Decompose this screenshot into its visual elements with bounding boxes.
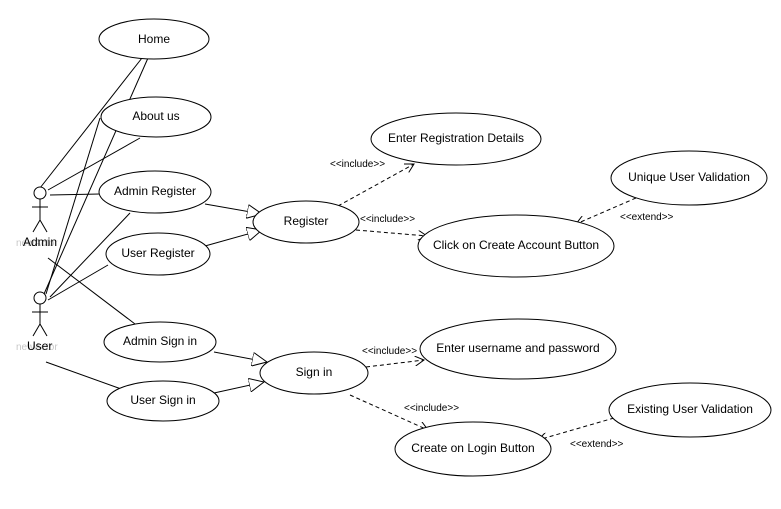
label-user-register: User Register (121, 246, 194, 260)
usecase-create-login-button (394, 421, 552, 477)
usecase-about-us (100, 96, 212, 138)
usecase-admin-register (98, 170, 212, 214)
actor-user (32, 291, 48, 337)
stereotype-extend-unique: <<extend>> (620, 212, 674, 223)
usecase-click-create-account (417, 214, 615, 278)
gen-userregister-register (204, 230, 262, 247)
stereotype-include-details: <<include>> (330, 159, 385, 170)
label-admin-register: Admin Register (114, 184, 196, 198)
assoc-admin-about (47, 137, 141, 191)
assoc-user-usersignin (45, 361, 125, 391)
label-admin-sign-in: Admin Sign in (123, 334, 197, 348)
usecase-register (252, 200, 360, 244)
extend-existing-loginbutton (538, 417, 615, 440)
usecase-enter-registration-details (370, 112, 542, 166)
actor-admin-ghost-label: newActor (16, 238, 58, 249)
label-create-login-button: Create on Login Button (411, 441, 534, 455)
assoc-admin-home (39, 57, 143, 189)
usecase-enter-username-password (419, 318, 617, 380)
label-user-sign-in: User Sign in (130, 393, 195, 407)
assoc-admin-adminsignin (47, 257, 136, 325)
label-enter-username-password: Enter username and password (436, 341, 599, 355)
actor-user-head (33, 291, 47, 305)
gen-usersignin-signin (213, 382, 264, 394)
label-existing-user-validation: Existing User Validation (627, 402, 753, 416)
label-home: Home (138, 32, 170, 46)
usecase-user-sign-in (106, 380, 220, 422)
actor-admin-head (33, 186, 47, 200)
gen-adminsignin-signin (213, 351, 267, 362)
usecase-sign-in (259, 351, 369, 395)
assoc-user-about (45, 117, 101, 295)
actor-admin (32, 186, 48, 233)
assoc-admin-adminregister (49, 193, 101, 196)
assoc-user-home (43, 57, 149, 295)
stereotype-extend-existing: <<extend>> (570, 439, 624, 450)
dependency-lines (337, 164, 637, 440)
stereotype-include-createaccount: <<include>> (360, 214, 415, 225)
usecase-existing-user-validation (608, 382, 772, 438)
label-enter-registration-details: Enter Registration Details (388, 131, 524, 145)
usecase-user-register (105, 232, 211, 276)
assoc-user-adminregister (49, 212, 131, 298)
include-register-details (337, 164, 414, 207)
label-sign-in: Sign in (296, 365, 333, 379)
usecase-home (98, 18, 210, 60)
include-register-createaccount (355, 229, 427, 236)
actor-user-label: User (27, 339, 52, 353)
association-lines (39, 57, 149, 391)
usecase-admin-sign-in (103, 321, 217, 363)
include-signin-loginbutton (349, 394, 428, 430)
label-click-create-account: Click on Create Account Button (433, 238, 599, 252)
actor-admin-label: Admin (23, 235, 57, 249)
include-signin-username (365, 360, 424, 368)
generalization-lines (204, 203, 267, 394)
extend-unique-createaccount (576, 197, 637, 224)
stereotype-labels: <<include>> <<include>> <<extend>> <<inc… (330, 159, 674, 450)
label-about-us: About us (132, 109, 179, 123)
use-cases (98, 18, 772, 477)
usecase-unique-user-validation (610, 150, 768, 206)
use-case-labels: Home About us Admin Register User Regist… (114, 32, 753, 455)
gen-adminregister-register (204, 203, 262, 214)
label-unique-user-validation: Unique User Validation (628, 170, 750, 184)
label-register: Register (284, 214, 329, 228)
stereotype-include-login: <<include>> (404, 403, 459, 414)
actor-user-ghost-label: newActor (16, 342, 58, 353)
assoc-user-userregister (47, 264, 109, 301)
stereotype-include-username: <<include>> (362, 346, 417, 357)
